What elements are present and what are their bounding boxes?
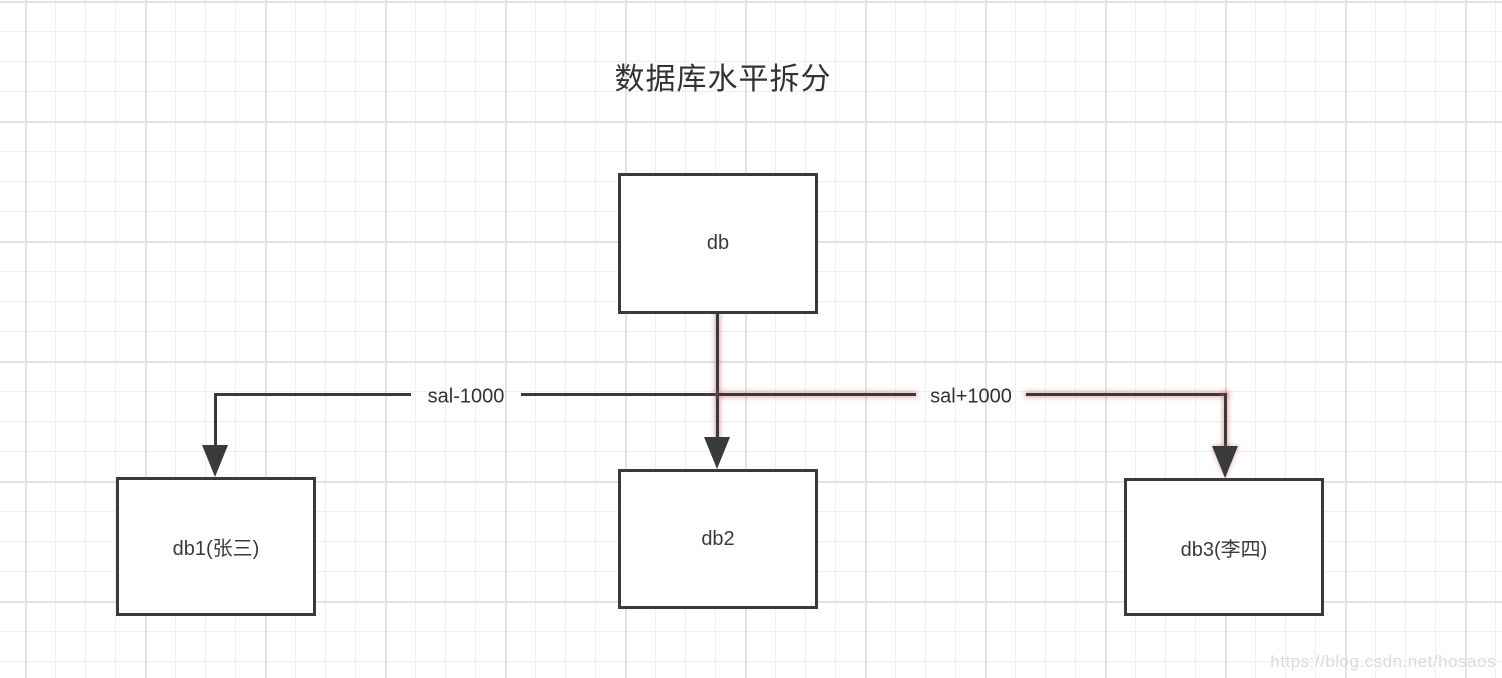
edge-left-horizontal-line xyxy=(521,393,718,396)
node-db-label: db xyxy=(706,232,730,254)
diagram-title: 数据库水平拆分 xyxy=(614,63,832,96)
arrowhead-down-icon xyxy=(202,445,228,477)
arrowhead-down-icon xyxy=(1212,446,1238,478)
edge-label-sal-plus-1000: sal+1000 xyxy=(930,385,1012,408)
node-db1: db1(张三) xyxy=(116,477,316,616)
node-db3-label: db3(李四) xyxy=(1180,538,1268,561)
node-db: db xyxy=(618,173,818,314)
node-db1-label: db1(张三) xyxy=(172,538,260,560)
node-db2-label: db2 xyxy=(701,527,735,550)
edge-root-vertical-line xyxy=(716,314,719,440)
edge-right-horizontal-line xyxy=(718,393,916,396)
edge-label-sal-minus-1000: sal-1000 xyxy=(427,385,505,408)
edge-left-horizontal-line xyxy=(214,393,411,396)
edge-right-vertical-line xyxy=(1224,393,1227,449)
arrowhead-down-icon xyxy=(704,437,730,469)
watermark-url: https://blog.csdn.net/hosaos xyxy=(1270,652,1496,671)
edge-right-horizontal-line xyxy=(1026,393,1227,396)
edge-left-vertical-line xyxy=(214,393,217,448)
node-db2: db2 xyxy=(618,469,818,609)
node-db3: db3(李四) xyxy=(1124,478,1324,616)
